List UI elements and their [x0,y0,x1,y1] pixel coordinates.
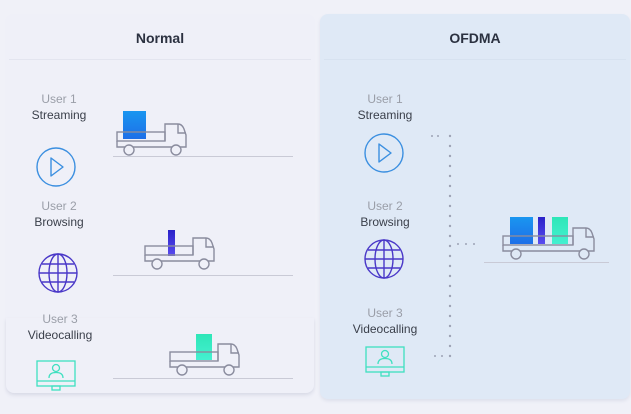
globe-icon [38,253,78,293]
normal-user-3: User 3 Videocalling [15,312,105,344]
ofdma-divider [324,59,626,60]
video-call-monitor-icon [365,346,405,377]
normal-user-1: User 1 Streaming [19,92,99,124]
ofdma-title: OFDMA [449,30,501,46]
ofdma-user-2: User 2 Browsing [345,199,425,231]
road-line [113,156,293,157]
user-number: User 1 [41,92,77,106]
user-number: User 2 [367,199,403,213]
video-call-monitor-icon [36,360,76,391]
road-line [113,378,293,379]
user-activity: Videocalling [352,322,418,336]
play-circle-icon [364,133,404,173]
ofdma-panel: OFDMA User 1 Streaming User 2 Browsing U… [320,14,630,399]
browsing-truck [144,230,215,270]
videocall-truck [169,334,240,376]
road-line [113,275,293,276]
user-number: User 2 [41,199,77,213]
streaming-cargo [510,217,533,244]
videocall-cargo [552,217,568,244]
ofdma-combined-truck [502,217,595,260]
ofdma-user-1: User 1 Streaming [345,92,425,124]
road-line [484,262,609,263]
normal-title: Normal [135,30,185,46]
user-activity: Browsing [34,215,84,229]
browsing-cargo [168,230,175,256]
normal-panel: Normal User 1 Streaming User 2 Browsing [5,14,315,399]
user-activity: Videocalling [27,328,93,342]
user-number: User 3 [42,312,78,326]
user-activity: Streaming [31,108,87,122]
user-activity: Streaming [357,108,413,122]
ofdma-user-3: User 3 Videocalling [340,306,430,338]
videocall-cargo [196,334,212,360]
streaming-truck [116,111,187,156]
user-number: User 3 [367,306,403,320]
normal-divider [9,59,311,60]
merge-dotted-connector [431,134,475,358]
streaming-cargo [123,111,146,139]
user-number: User 1 [367,92,403,106]
user-activity: Browsing [360,215,410,229]
browsing-cargo [538,217,545,244]
globe-icon [364,239,404,279]
normal-user-2: User 2 Browsing [19,199,99,231]
play-circle-icon [36,147,76,187]
